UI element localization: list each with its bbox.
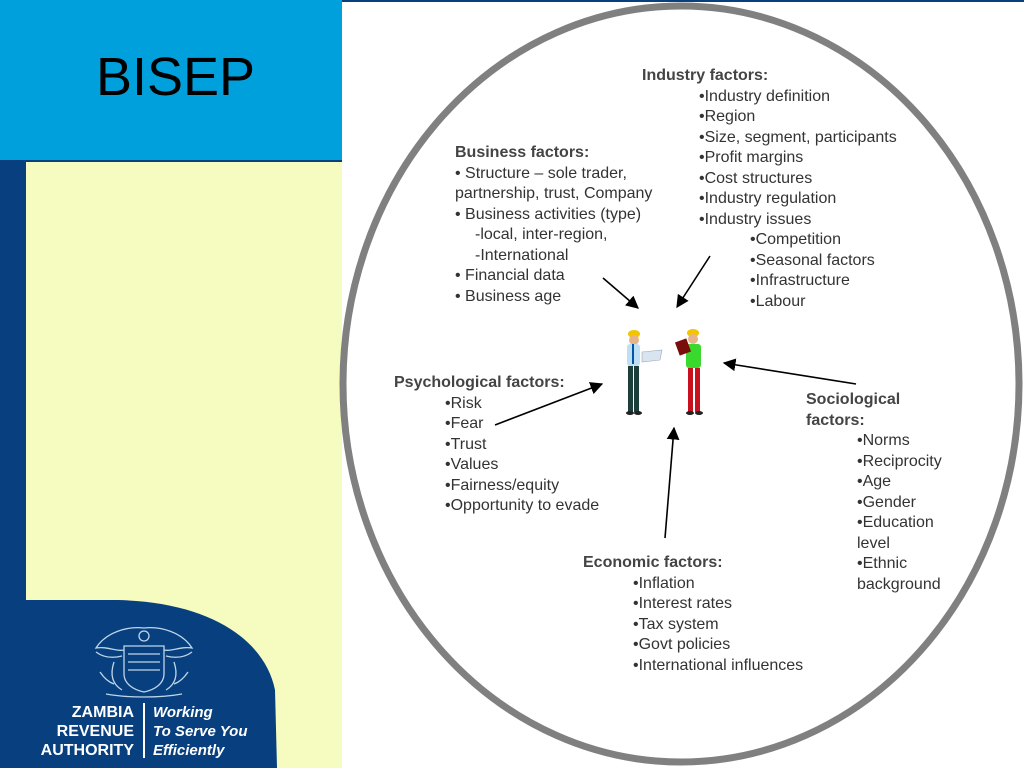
- list-item: partnership, trust, Company: [455, 185, 653, 202]
- list-item: •Region: [699, 108, 756, 125]
- list-item: •Tax system: [633, 615, 719, 633]
- psychological-factors: Psychological factors: •Risk •Fear •Trus…: [394, 373, 599, 517]
- business-heading: Business factors:: [455, 144, 590, 161]
- slogan: Working To Serve You Efficiently: [153, 703, 247, 760]
- list-item: •Competition: [750, 231, 841, 248]
- list-item: •Opportunity to evade: [445, 497, 600, 514]
- economic-factors: Economic factors: •Inflation •Interest r…: [583, 553, 803, 676]
- list-item: •Fairness/equity: [445, 476, 560, 494]
- sociological-heading-line: factors:: [806, 411, 865, 429]
- industry-factors: Industry factors: •Industry definition •…: [642, 66, 897, 312]
- slide-title: BISEP: [96, 47, 256, 107]
- title-band: BISEP: [0, 0, 342, 162]
- sociological-list: •Norms •Reciprocity •Age •Gender •Educat…: [806, 431, 942, 595]
- list-item: •Labour: [750, 292, 806, 310]
- list-item: •Govt policies: [633, 636, 731, 653]
- list-item: •Inflation: [633, 574, 695, 592]
- arrow-business: [602, 277, 639, 309]
- list-item: • Structure – sole trader,: [455, 164, 627, 182]
- slogan-line: Working: [153, 704, 213, 721]
- list-item: -International: [475, 246, 569, 264]
- two-workers-icon: [626, 329, 703, 415]
- list-item: •International influences: [633, 656, 804, 674]
- list-item: •Values: [445, 456, 499, 473]
- list-item: • Business activities (type): [455, 205, 642, 223]
- sociological-heading-line: Sociological: [806, 391, 901, 408]
- arrow-psychological: [494, 382, 604, 426]
- factor-circle: [339, 2, 1023, 766]
- arrow-industry: [676, 255, 711, 309]
- org-name-line: REVENUE: [56, 723, 134, 740]
- org-name-line: ZAMBIA: [71, 704, 134, 721]
- list-item: • Business age: [455, 287, 562, 305]
- list-item: •Cost structures: [699, 169, 813, 187]
- list-item: •Size, segment, participants: [699, 128, 897, 146]
- coat-of-arms-icon: [94, 626, 194, 698]
- logo-divider: [143, 703, 145, 758]
- org-name-line: AUTHORITY: [40, 742, 134, 759]
- list-item: •Infrastructure: [750, 272, 850, 289]
- list-item: •Industry regulation: [699, 190, 837, 207]
- list-item: •Education: [857, 514, 934, 531]
- list-item: • Financial data: [455, 267, 565, 284]
- list-item: •Gender: [857, 493, 916, 511]
- list-item: •Profit margins: [699, 149, 804, 166]
- psychological-list: •Risk •Fear •Trust •Values •Fairness/equ…: [394, 394, 599, 517]
- economic-heading: Economic factors:: [583, 554, 723, 571]
- arrow-sociological: [722, 358, 857, 385]
- business-factors: Business factors: • Structure – sole tra…: [455, 143, 652, 307]
- slogan-line: To Serve You: [153, 723, 248, 740]
- slogan-line: Efficiently: [153, 742, 225, 759]
- list-item: •Seasonal factors: [750, 251, 875, 269]
- logo-background: [0, 600, 277, 768]
- list-item: •Interest rates: [633, 595, 732, 612]
- org-name: ZAMBIA REVENUE AUTHORITY: [26, 703, 134, 760]
- arrow-economic: [664, 426, 680, 539]
- list-item: •Ethnic: [857, 555, 908, 572]
- list-item: •Age: [857, 473, 892, 490]
- economic-list: •Inflation •Interest rates •Tax system •…: [583, 574, 803, 677]
- top-border: [342, 0, 1024, 2]
- list-item: -local, inter-region,: [475, 226, 608, 243]
- sociological-factors: Sociological factors: •Norms •Reciprocit…: [806, 390, 942, 595]
- industry-heading: Industry factors:: [642, 67, 769, 84]
- list-item: level: [857, 534, 890, 552]
- list-item: •Fear: [445, 415, 484, 432]
- list-item: •Industry issues: [699, 210, 812, 228]
- list-item: background: [857, 575, 941, 593]
- list-item: •Reciprocity: [857, 452, 942, 470]
- list-item: •Risk: [445, 394, 482, 412]
- psychological-heading: Psychological factors:: [394, 374, 565, 391]
- list-item: •Norms: [857, 432, 910, 449]
- list-item: •Trust: [445, 435, 487, 453]
- industry-list: •Industry definition •Region •Size, segm…: [642, 87, 897, 231]
- industry-sublist: •Competition •Seasonal factors •Infrastr…: [642, 230, 897, 312]
- list-item: •Industry definition: [699, 87, 831, 105]
